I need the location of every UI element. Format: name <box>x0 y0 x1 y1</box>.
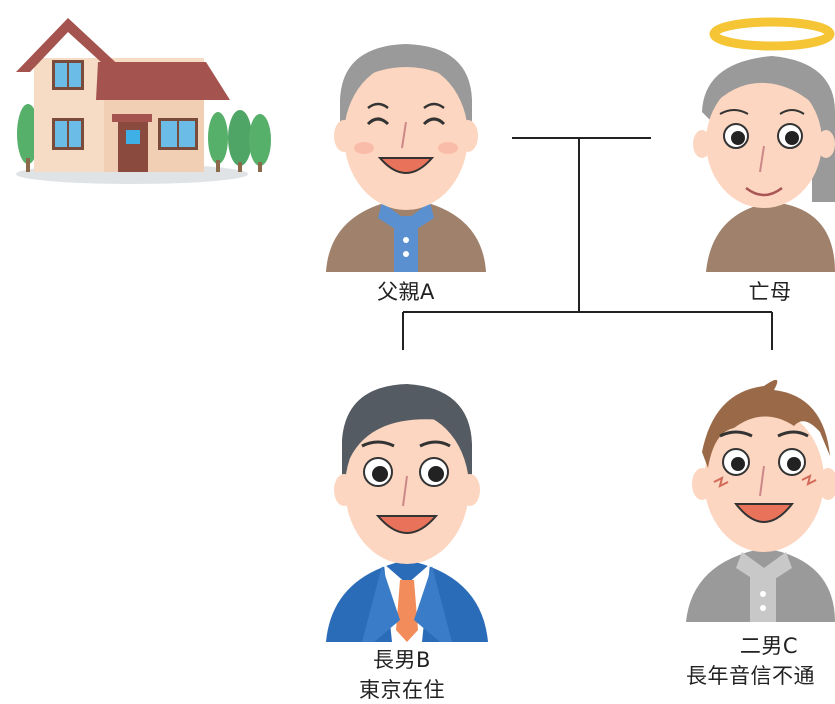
eldest-son-label: 長男B <box>373 648 431 672</box>
second-son-label: 二男C <box>739 634 799 658</box>
father-label: 父親A <box>377 280 435 304</box>
halo-icon <box>709 17 835 51</box>
eldest-son-portrait <box>326 384 488 642</box>
second-son-portrait <box>686 379 835 622</box>
house-illustration <box>16 18 271 184</box>
mother-portrait <box>693 17 835 272</box>
second-son-note: 長年音信不通 <box>686 664 815 688</box>
eldest-son-note: 東京在住 <box>359 678 445 702</box>
father-portrait <box>326 44 486 272</box>
mother-label: 亡母 <box>748 280 792 304</box>
